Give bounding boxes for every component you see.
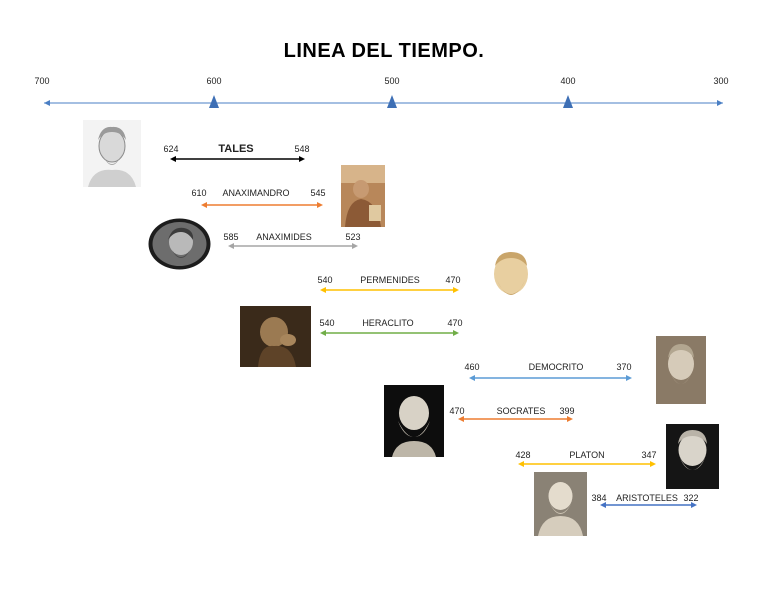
portrait-heraclito: [240, 306, 311, 367]
name-democrito: DEMOCRITO: [529, 362, 584, 372]
axis-tick-label-400: 400: [560, 76, 575, 86]
bar-arrow-start-socrates: [458, 416, 464, 422]
start-year-anaximides: 585: [223, 232, 238, 242]
start-year-heraclito: 540: [319, 318, 334, 328]
name-socrates: SOCRATES: [497, 406, 546, 416]
end-year-socrates: 399: [559, 406, 574, 416]
name-permenides: PERMENIDES: [360, 275, 420, 285]
portrait-democrito: [656, 336, 706, 404]
axis-marker-400: [563, 95, 573, 108]
name-tales: TALES: [218, 143, 253, 155]
bar-arrow-start-platon: [518, 461, 524, 467]
axis-tick-label-300: 300: [713, 76, 728, 86]
bar-arrow-end-socrates: [567, 416, 573, 422]
name-aristoteles: ARISTOTELES: [616, 493, 678, 503]
axis-arrow-left: [44, 100, 50, 106]
end-year-platon: 347: [641, 450, 656, 460]
bar-arrow-start-aristoteles: [600, 502, 606, 508]
start-year-tales: 624: [163, 144, 178, 154]
name-anaximides: ANAXIMIDES: [256, 232, 312, 242]
portrait-socrates: [384, 385, 444, 457]
bar-arrow-end-anaximandro: [317, 202, 323, 208]
start-year-aristoteles: 384: [591, 493, 606, 503]
bar-arrow-end-heraclito: [453, 330, 459, 336]
start-year-permenides: 540: [317, 275, 332, 285]
end-year-aristoteles: 322: [683, 493, 698, 503]
name-anaximandro: ANAXIMANDRO: [222, 188, 289, 198]
axis-arrow-right: [717, 100, 723, 106]
bar-arrow-end-democrito: [626, 375, 632, 381]
axis-tick-label-600: 600: [206, 76, 221, 86]
portrait-anaximides: [148, 218, 211, 270]
bar-arrow-end-anaximides: [352, 243, 358, 249]
start-year-anaximandro: 610: [191, 188, 206, 198]
name-platon: PLATON: [569, 450, 604, 460]
page-title: LINEA DEL TIEMPO.: [284, 40, 485, 62]
bar-arrow-end-permenides: [453, 287, 459, 293]
axis-tick-label-700: 700: [34, 76, 49, 86]
bar-arrow-start-heraclito: [320, 330, 326, 336]
bar-arrow-start-permenides: [320, 287, 326, 293]
portrait-aristoteles: [534, 472, 587, 536]
portrait-tales: [83, 120, 141, 187]
end-year-heraclito: 470: [447, 318, 462, 328]
portrait-platon: [666, 424, 719, 489]
end-year-democrito: 370: [616, 362, 631, 372]
end-year-permenides: 470: [445, 275, 460, 285]
name-heraclito: HERACLITO: [362, 318, 413, 328]
start-year-democrito: 460: [464, 362, 479, 372]
bar-arrow-end-aristoteles: [691, 502, 697, 508]
bar-arrow-end-platon: [650, 461, 656, 467]
portrait-anaximandro: [341, 165, 385, 227]
bar-arrow-start-anaximides: [228, 243, 234, 249]
bar-arrow-start-democrito: [469, 375, 475, 381]
bar-arrow-end-tales: [299, 156, 305, 162]
bar-arrow-start-tales: [170, 156, 176, 162]
end-year-anaximandro: 545: [310, 188, 325, 198]
axis-tick-label-500: 500: [384, 76, 399, 86]
end-year-anaximides: 523: [345, 232, 360, 242]
end-year-tales: 548: [294, 144, 309, 154]
start-year-socrates: 470: [449, 406, 464, 416]
bar-arrow-start-anaximandro: [201, 202, 207, 208]
start-year-platon: 428: [515, 450, 530, 460]
portrait-permenides: [483, 248, 539, 310]
axis-marker-600: [209, 95, 219, 108]
axis-marker-500: [387, 95, 397, 108]
